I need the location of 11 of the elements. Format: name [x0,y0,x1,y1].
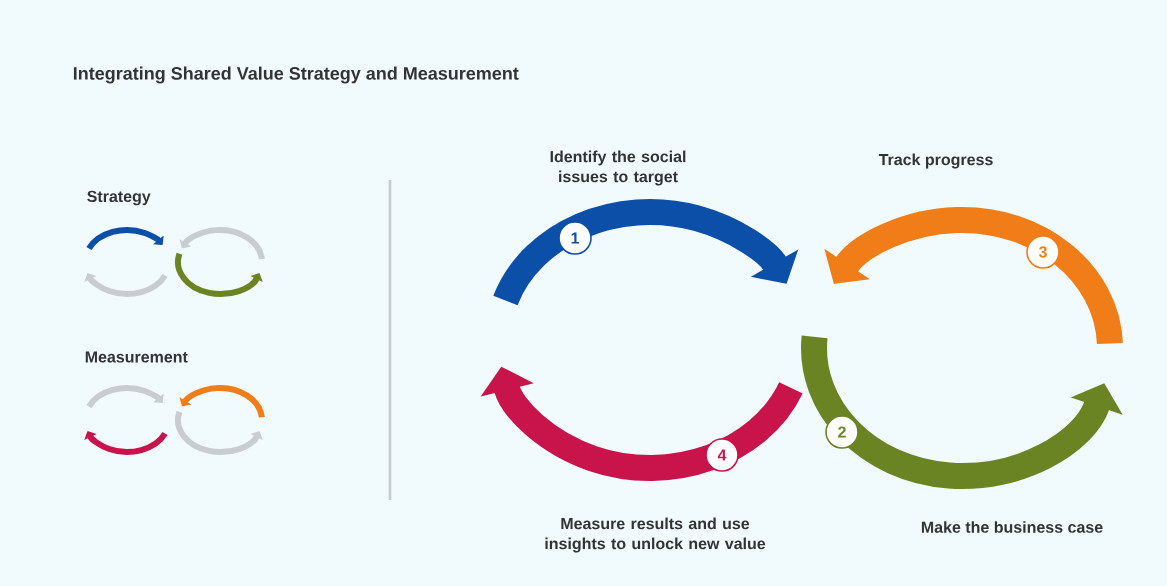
section-label: Strategy [87,190,151,206]
step-number: 3 [1026,235,1060,269]
step-number: 2 [825,415,859,449]
step-number: 4 [705,438,739,472]
step-label: Make the business case [921,521,1103,533]
step-label: Measure results and use insights to unlock new value [545,517,766,553]
step-label: Track progress [878,153,993,169]
section-label: Measurement [85,351,188,363]
title: Integrating Shared Value Strategy and Measurement [73,66,519,84]
step-label: Identify the social issues to target [550,150,686,186]
step-number: 1 [558,221,592,255]
